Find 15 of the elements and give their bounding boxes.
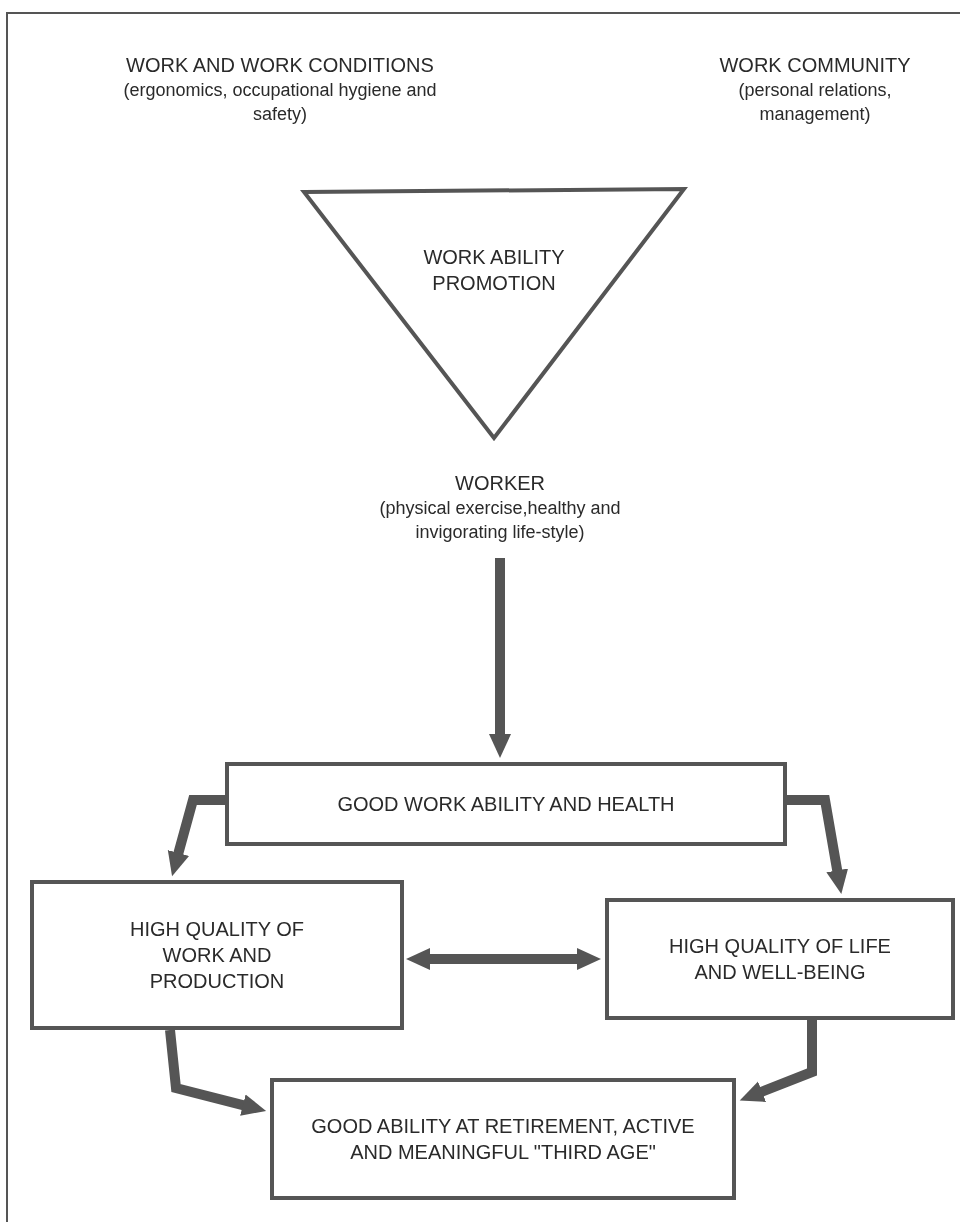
outcome-box: HIGH QUALITY OF LIFE AND WELL-BEING [605, 898, 955, 1020]
factor-heading: WORKER [455, 471, 545, 496]
factor-description: (ergonomics, occupational hygiene and safety) [122, 79, 438, 126]
factor-heading: WORK COMMUNITY [719, 53, 911, 78]
block-arrow [165, 1029, 267, 1116]
triangle-label: WORK ABILITY PROMOTION [422, 245, 566, 296]
block-arrow [739, 1020, 817, 1102]
block-arrow [406, 948, 601, 970]
outcome-box: HIGH QUALITY OF WORK AND PRODUCTION [30, 880, 404, 1030]
factor-description: (physical exercise,healthy and invigorating life-style) [378, 497, 622, 544]
outcome-box: GOOD ABILITY AT RETIREMENT, ACTIVE AND MEANINGFUL "THIRD AGE" [270, 1078, 736, 1200]
block-arrow [489, 558, 511, 758]
outcome-box: GOOD WORK ABILITY AND HEALTH [225, 762, 787, 846]
factor-heading: WORK AND WORK CONDITIONS [126, 53, 434, 78]
factor-description: (personal relations, management) [737, 79, 893, 126]
